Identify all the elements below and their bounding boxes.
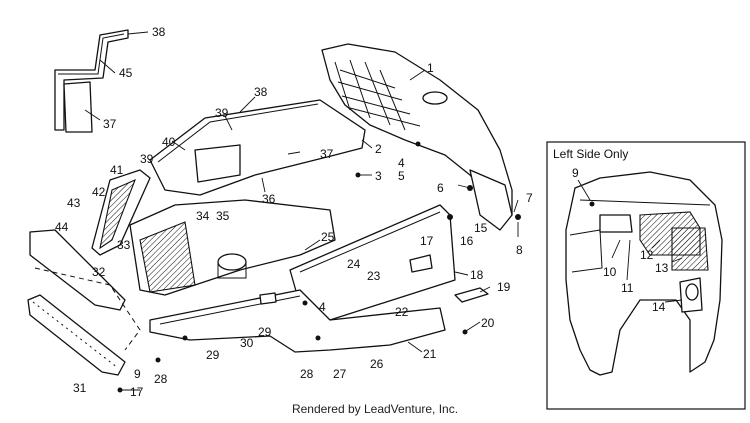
part-side-panel-22 [289,204,489,321]
part-bumper-31 [27,267,141,376]
callout-31: 31 [73,381,87,395]
callout-32: 32 [92,265,106,279]
callout-42: 42 [92,185,106,199]
callout-39: 39 [215,106,229,120]
leader-lines [84,31,519,391]
inset-title: Left Side Only [553,147,628,161]
callout-35: 35 [216,209,230,223]
callout-26: 26 [370,357,384,371]
callout-12: 12 [640,248,654,262]
callout-34: 34 [196,209,210,223]
callout-7: 7 [526,191,533,205]
callout-29: 29 [258,325,272,339]
callout-14: 14 [652,300,666,314]
part-hood-shell-1 [321,43,513,231]
callout-29b: 29 [206,348,220,362]
callout-44: 44 [55,220,69,234]
callout-28b: 28 [154,372,168,386]
callout-11: 11 [621,281,634,295]
callout-17b: 17 [130,385,144,399]
callout-37b: 37 [103,117,117,131]
callout-36: 36 [262,192,276,206]
callout-1: 1 [427,61,434,75]
part-center-frame [129,199,336,296]
callout-30: 30 [240,336,254,350]
callout-16: 16 [460,234,474,248]
callout-6: 6 [437,181,444,195]
callout-41: 41 [110,163,124,177]
callout-28: 28 [300,367,314,381]
callout-3: 3 [375,169,382,183]
callout-9: 9 [134,367,141,381]
callout-15: 15 [474,221,488,235]
callout-5: 5 [398,169,405,183]
callout-21: 21 [423,347,437,361]
callout-43: 43 [67,196,81,210]
callout-40: 40 [162,135,176,149]
callout-4: 4 [398,156,405,170]
callout-22: 22 [395,305,409,319]
callout-13: 13 [655,261,669,275]
callout-37: 37 [320,147,334,161]
inset-left-side: Left Side Only [546,141,746,410]
callout-10: 10 [603,265,617,279]
footer-credit: Rendered by LeadVenture, Inc. [291,402,459,416]
callout-45: 45 [119,66,133,80]
callout-25: 25 [321,230,335,244]
part-bracket-45 [54,29,129,133]
callout-2: 2 [375,142,382,156]
callout-38b: 38 [152,25,166,39]
callout-38: 38 [254,85,268,99]
callout-8: 8 [516,243,523,257]
callout-23: 23 [367,269,381,283]
callout-19: 19 [497,280,511,294]
callouts: 1 2 3 4 5 6 7 8 9 9 10 11 12 13 14 15 16… [55,25,669,399]
callout-18: 18 [470,268,484,282]
callout-9-inset: 9 [572,166,579,180]
callout-27: 27 [333,367,347,381]
callout-24: 24 [347,257,361,271]
callout-20: 20 [481,316,495,330]
callout-33: 33 [117,238,131,252]
callout-39b: 39 [140,152,154,166]
part-front-trim [29,169,151,311]
part-lower-panel [149,289,446,353]
callout-4b: 4 [319,300,326,314]
part-windshield-panel [149,99,366,196]
callout-17: 17 [420,234,434,248]
